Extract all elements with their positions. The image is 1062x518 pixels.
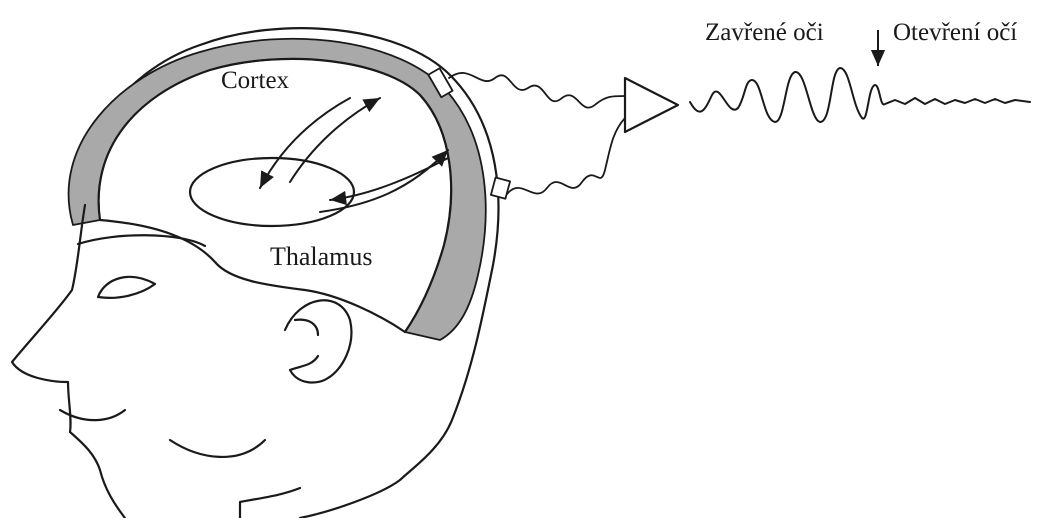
wire-top bbox=[449, 73, 625, 108]
amplifier bbox=[625, 78, 678, 132]
eyes-open-label: Otevření očí bbox=[893, 20, 1017, 45]
connection-arrows bbox=[260, 98, 448, 212]
brain-outline bbox=[99, 59, 451, 332]
ear-inner bbox=[295, 320, 318, 335]
neck bbox=[240, 488, 300, 518]
arrow-thalamus-to-cortex-2 bbox=[320, 150, 448, 212]
eyes-closed-label: Zavřené oči bbox=[705, 20, 824, 45]
cortex-label: Cortex bbox=[221, 68, 289, 93]
electrode-back bbox=[491, 177, 510, 198]
arrow-cortex-to-thalamus-1 bbox=[260, 98, 350, 188]
wire-back bbox=[507, 118, 625, 194]
eye bbox=[98, 277, 155, 298]
face-profile bbox=[12, 205, 125, 518]
head-profile bbox=[12, 28, 510, 518]
thalamus-label: Thalamus bbox=[270, 244, 373, 270]
ear bbox=[285, 300, 351, 382]
eeg-trace bbox=[690, 68, 1030, 122]
jaw-line bbox=[170, 440, 265, 457]
